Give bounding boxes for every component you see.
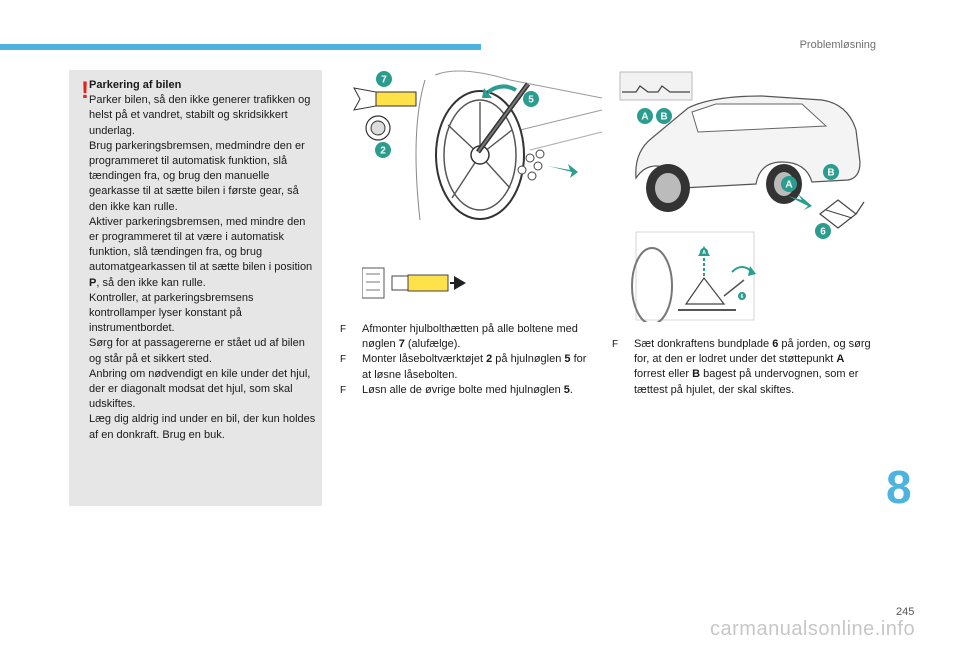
bullet-icon: F (340, 384, 347, 396)
warning-text: Parkering af bilen Parker bilen, så den … (89, 78, 317, 443)
warning-paragraph: Anbring om nødvendigt en kile under det … (89, 367, 311, 411)
warning-paragraph: Kontroller, at parkeringsbremsens kontro… (89, 291, 254, 335)
page-number: 245 (896, 606, 915, 618)
callout-label: A (702, 250, 706, 256)
wheel-wrench-illustration: 7 5 2 (353, 70, 602, 220)
jack-instructions: F Sæt donkraftens bundplade 6 på jorden,… (612, 337, 872, 398)
warning-box: ! Parkering af bilen Parker bilen, så de… (69, 70, 322, 506)
callout-label: A (785, 180, 792, 191)
warning-title: Parkering af bilen (89, 79, 182, 91)
callout-label: 2 (380, 146, 386, 157)
section-title: Problemløsning (799, 39, 876, 51)
bullet-icon: F (340, 354, 347, 366)
car-jack-illustration: A B A B 6 A 6 (619, 71, 865, 322)
chapter-number: 8 (886, 461, 912, 513)
lock-tool-illustration (362, 267, 466, 299)
callout-label: 6 (741, 294, 744, 300)
wheel-instructions: F Afmonter hjulbolthætten på alle bolten… (340, 322, 598, 398)
warning-paragraph: Sørg for at passagererne er stået ud af … (89, 337, 305, 365)
warning-paragraph: Aktiver parkeringsbremsen, med mindre de… (89, 215, 313, 289)
bullet-icon: F (340, 324, 347, 335)
callout-label: 5 (528, 95, 534, 106)
callout-label: 7 (381, 75, 387, 86)
bullet-icon: F (612, 339, 619, 350)
callout-label: B (660, 112, 667, 123)
instruction-item: F Monter låseboltværktøjet 2 på hjulnøgl… (340, 353, 587, 381)
warning-exclamation-icon: ! (81, 77, 89, 104)
warning-paragraph: Læg dig aldrig ind under en bil, der kun… (89, 413, 316, 441)
instruction-item: F Løsn alle de øvrige bolte med hjulnøgl… (340, 383, 598, 398)
instruction-item: F Sæt donkraftens bundplade 6 på jorden,… (612, 338, 871, 396)
instruction-item: F Afmonter hjulbolthætten på alle bolten… (340, 323, 578, 351)
callout-label: 6 (820, 227, 826, 238)
callout-label: B (827, 168, 834, 179)
top-accent-bar (0, 44, 481, 50)
watermark: carmanualsonline.info (710, 618, 916, 640)
warning-paragraph: Parker bilen, så den ikke generer trafik… (89, 94, 311, 137)
callout-label: A (641, 112, 648, 123)
warning-paragraph: Brug parkeringsbremsen, medmindre den er… (89, 139, 305, 213)
